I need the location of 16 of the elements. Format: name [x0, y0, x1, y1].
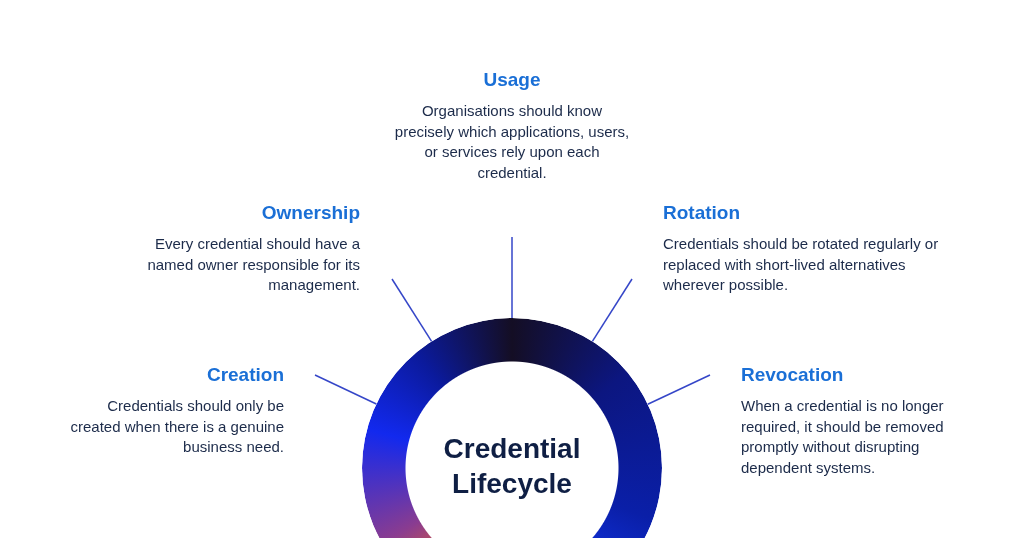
stage-heading: Revocation [741, 364, 845, 386]
center-title: Credential Lifecycle [442, 432, 582, 501]
connector-line [391, 278, 433, 343]
stage-heading: Rotation [663, 202, 742, 224]
connector-line [511, 236, 513, 319]
connector-line [647, 374, 711, 405]
stage-description: Credentials should only be created when there is a genuine business need. [69, 396, 284, 458]
stage-heading: Usage [482, 69, 542, 91]
stage-description: Credentials should be rotated regularly or replaced with short-lived alternatives wherever possible. [663, 234, 940, 296]
stage-description: Every credential should have a named owner responsible for its management. [146, 234, 360, 296]
stage-heading: Creation [205, 364, 284, 386]
stage-description: Organisations should know precisely which applications, users, or services rely upon each credential. [393, 101, 631, 184]
stage-heading: Ownership [260, 202, 360, 224]
connector-line [591, 278, 633, 343]
stage-description: When a credential is no longer required, it should be removed promptly without disrupting dependent systems. [741, 396, 945, 479]
connector-line [314, 374, 378, 405]
